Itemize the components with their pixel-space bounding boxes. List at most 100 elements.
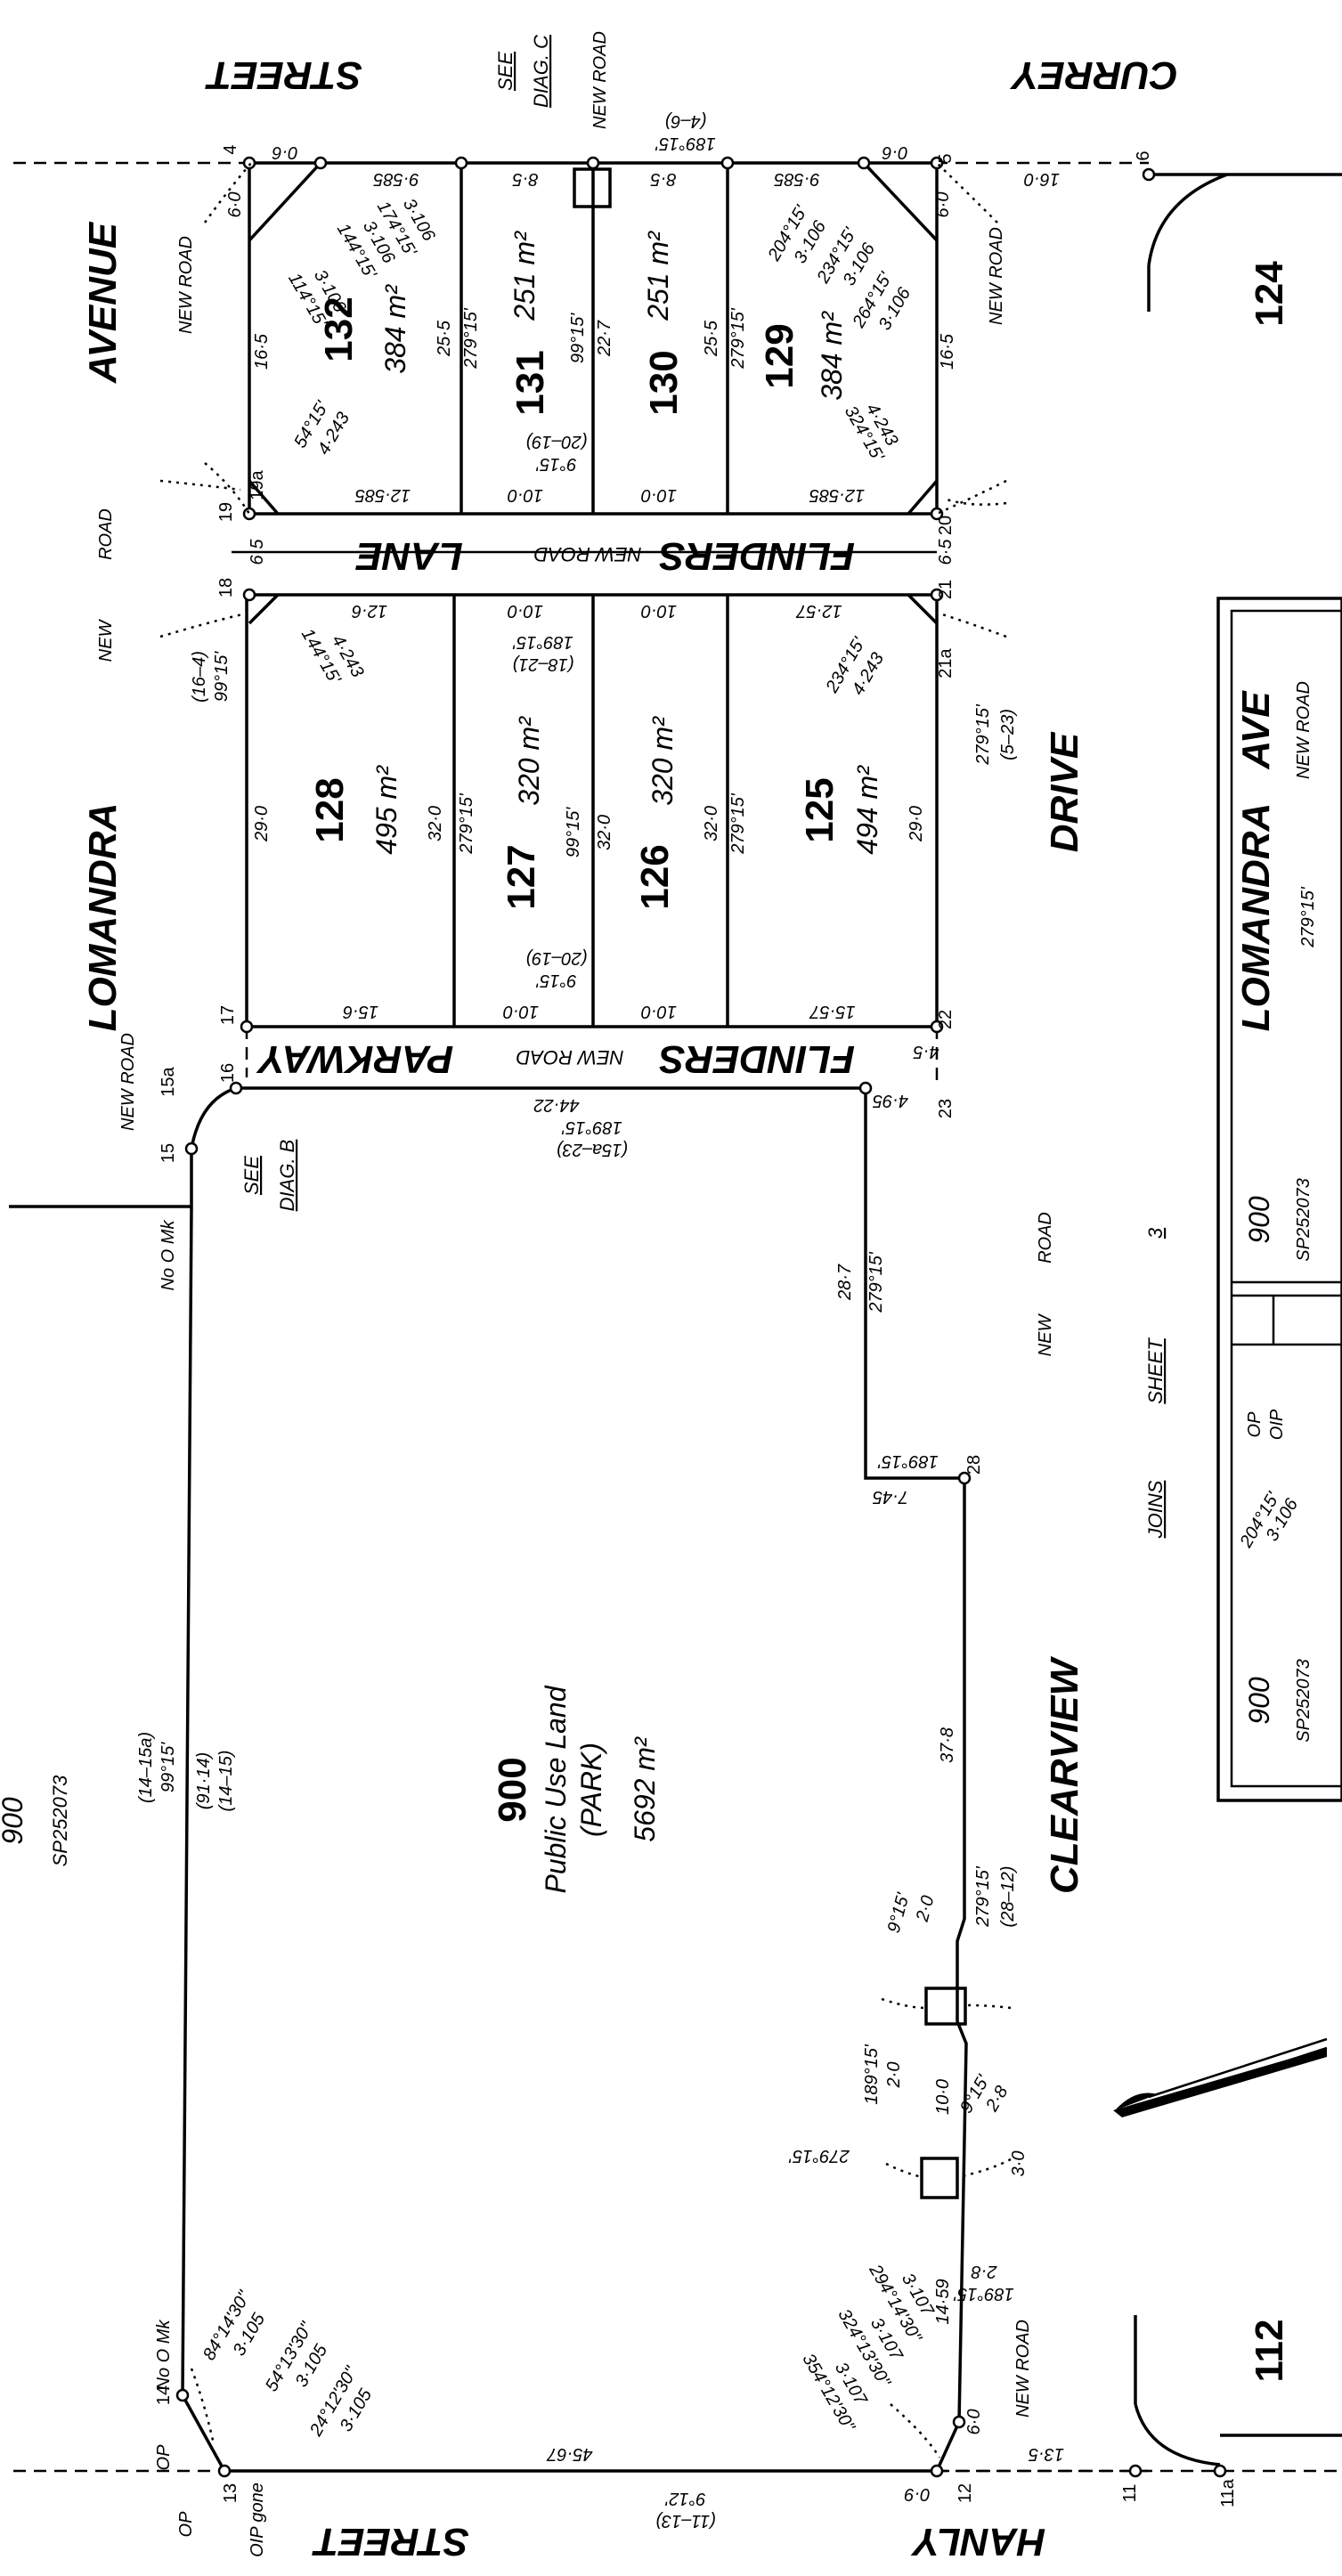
station-15: 15	[159, 1143, 178, 1163]
sheet-number: 3	[1144, 1227, 1167, 1239]
key-row2-op: OP	[1245, 1411, 1265, 1438]
key-row1-new-road: NEW ROAD	[1294, 681, 1314, 779]
brg-189-b-ref: (18–21)	[513, 654, 574, 674]
key-panel-text: LOMANDRA AVE NEW ROAD 279°15' 900 SP2520…	[1234, 681, 1318, 1743]
dim-0-9-br: 0·9	[905, 2484, 931, 2504]
op-bottom: OP	[176, 2511, 196, 2538]
op-left: OP	[154, 2444, 174, 2471]
station-17: 17	[218, 1005, 238, 1025]
drive-label: DRIVE	[1043, 731, 1086, 852]
dim-6-0-left: 6·0	[225, 192, 245, 218]
brg-99-l: 99°15'	[159, 1742, 178, 1792]
brg-top: 189°15'	[655, 134, 716, 153]
dim-12-6: 12·6	[351, 601, 387, 621]
dim-3-0: 3·0	[1009, 2151, 1029, 2177]
key-row1-ave: AVE	[1234, 690, 1278, 770]
station-19: 19	[216, 502, 236, 522]
lot-125-area: 494 m²	[851, 765, 883, 855]
lot-112-number: 112	[1248, 2320, 1291, 2383]
station-13: 13	[221, 2483, 240, 2503]
dim-2-0-a: 2·0	[913, 1894, 939, 1925]
dim-9585-left: 9·585	[373, 169, 419, 189]
lot-129-number: 129	[758, 323, 801, 388]
lot-labels: 132 384 m² 131 251 m² 130 251 m² 129 384…	[308, 231, 1291, 2383]
dim-7-45: 7·45	[872, 1487, 908, 1507]
no-o-mk-top: No O Mk	[159, 1220, 178, 1291]
dim-29-0-right: 29·0	[907, 806, 926, 842]
station-15a: 15a	[159, 1066, 178, 1096]
brg-279-e: 279°15'	[973, 703, 993, 766]
station-20: 20	[936, 516, 956, 535]
brg-279-f: 279°15'	[866, 1251, 886, 1313]
dim-top-09-left: 0·6	[272, 142, 298, 162]
brg-91-ref: (14–15)	[216, 1751, 236, 1812]
station-6: 6	[1134, 150, 1153, 160]
street-bottom-label: STREET	[312, 2520, 469, 2564]
dim-2-0-b: 2·0	[884, 2062, 904, 2089]
station-19a: 19a	[248, 469, 267, 500]
see-diag-b-see: SEE	[240, 1156, 263, 1195]
dim-45-67: 45·67	[547, 2444, 593, 2464]
key-row1-brg: 279°15'	[1298, 886, 1318, 948]
brg-99-a: 99°15'	[568, 313, 588, 363]
brg-99-left-ref: (16–4)	[190, 651, 209, 703]
station-5: 5	[936, 153, 956, 163]
brg-279-g-ref: (28–12)	[998, 1866, 1018, 1928]
new-road-lomandra-a: NEW	[96, 619, 116, 662]
key-row1-lot: 900	[1243, 1196, 1275, 1244]
brg-189-c-ref: (15a–23)	[557, 1140, 628, 1159]
dim-16-5-right: 16·5	[938, 333, 957, 370]
brg-189-d: 189°15'	[877, 1451, 939, 1471]
dim-10-0-e: 10·0	[503, 1002, 539, 1021]
station-12: 12	[956, 2483, 975, 2503]
hanly-label: HANLY	[910, 2520, 1045, 2564]
left-reference: 900 SP252073	[0, 1775, 71, 1867]
station-14: 14	[154, 2385, 174, 2405]
park-line2: (PARK)	[575, 1743, 607, 1837]
lot-126-number: 126	[633, 844, 677, 909]
flinders-parkway-label: FLINDERS	[659, 1037, 855, 1081]
brg-189-b: 189°15'	[512, 632, 573, 652]
new-road-hanly: NEW ROAD	[1013, 2320, 1033, 2418]
station-18: 18	[216, 578, 236, 597]
new-road-top-c: NEW ROAD	[590, 31, 610, 129]
lot-132-area: 384 m²	[379, 284, 411, 374]
brg-279-b: 279°15'	[728, 307, 748, 370]
station-23: 23	[936, 1099, 956, 1118]
key-row2-plan: SP252073	[1294, 1659, 1314, 1742]
brg-189-e: 189°15'	[862, 2044, 882, 2105]
brg-9-15-b: 9°15'	[535, 971, 576, 990]
street-labels: STREET CURREY AVENUE LOMANDRA LANE FLIND…	[81, 53, 1178, 2564]
dim-top-09-right: 0·6	[882, 142, 908, 162]
see-diag-c-label: DIAG. C	[530, 35, 552, 108]
north-arrow-icon	[1113, 2037, 1328, 2117]
boundary-lines	[9, 161, 1342, 2473]
dim-37-8: 37·8	[938, 1727, 957, 1763]
dim-10-0-c: 10·0	[508, 601, 543, 621]
brg-91-14: (91·14)	[194, 1752, 214, 1809]
parkway-label: PARKWAY	[256, 1037, 453, 1081]
lot-126-area: 320 m²	[647, 716, 679, 806]
dim-25-5-b: 25·5	[702, 320, 721, 357]
lot-130-area: 251 m²	[642, 231, 674, 321]
new-road-currey: NEW ROAD	[987, 227, 1006, 325]
key-row1-plan: SP252073	[1294, 1178, 1314, 1261]
brg-189-c: 189°15'	[561, 1117, 622, 1137]
lot-127-area: 320 m²	[513, 716, 545, 806]
dim-29-0-left: 29·0	[252, 806, 272, 842]
lot-129-area: 384 m²	[816, 311, 848, 401]
park-labels: 900 Public Use Land (PARK) 5692 m²	[491, 1685, 661, 1893]
dim-6-5-b: 6·5	[936, 539, 956, 565]
joins-label: JOINS	[1144, 1480, 1167, 1539]
key-row1-lomandra: LOMANDRA	[1234, 803, 1278, 1032]
left-ref-plan: SP252073	[49, 1775, 71, 1867]
dim-10-0-a: 10·0	[508, 485, 543, 505]
left-ref-lot: 900	[0, 1797, 28, 1845]
street-top-label: STREET	[205, 53, 362, 97]
dim-85-a: 8·5	[512, 169, 539, 189]
park-area: 5692 m²	[629, 1736, 661, 1842]
lot-131-number: 131	[508, 350, 552, 415]
lane-label: LANE	[354, 534, 462, 578]
dim-10-0-b: 10·0	[641, 485, 677, 505]
station-markers	[175, 156, 1227, 2478]
